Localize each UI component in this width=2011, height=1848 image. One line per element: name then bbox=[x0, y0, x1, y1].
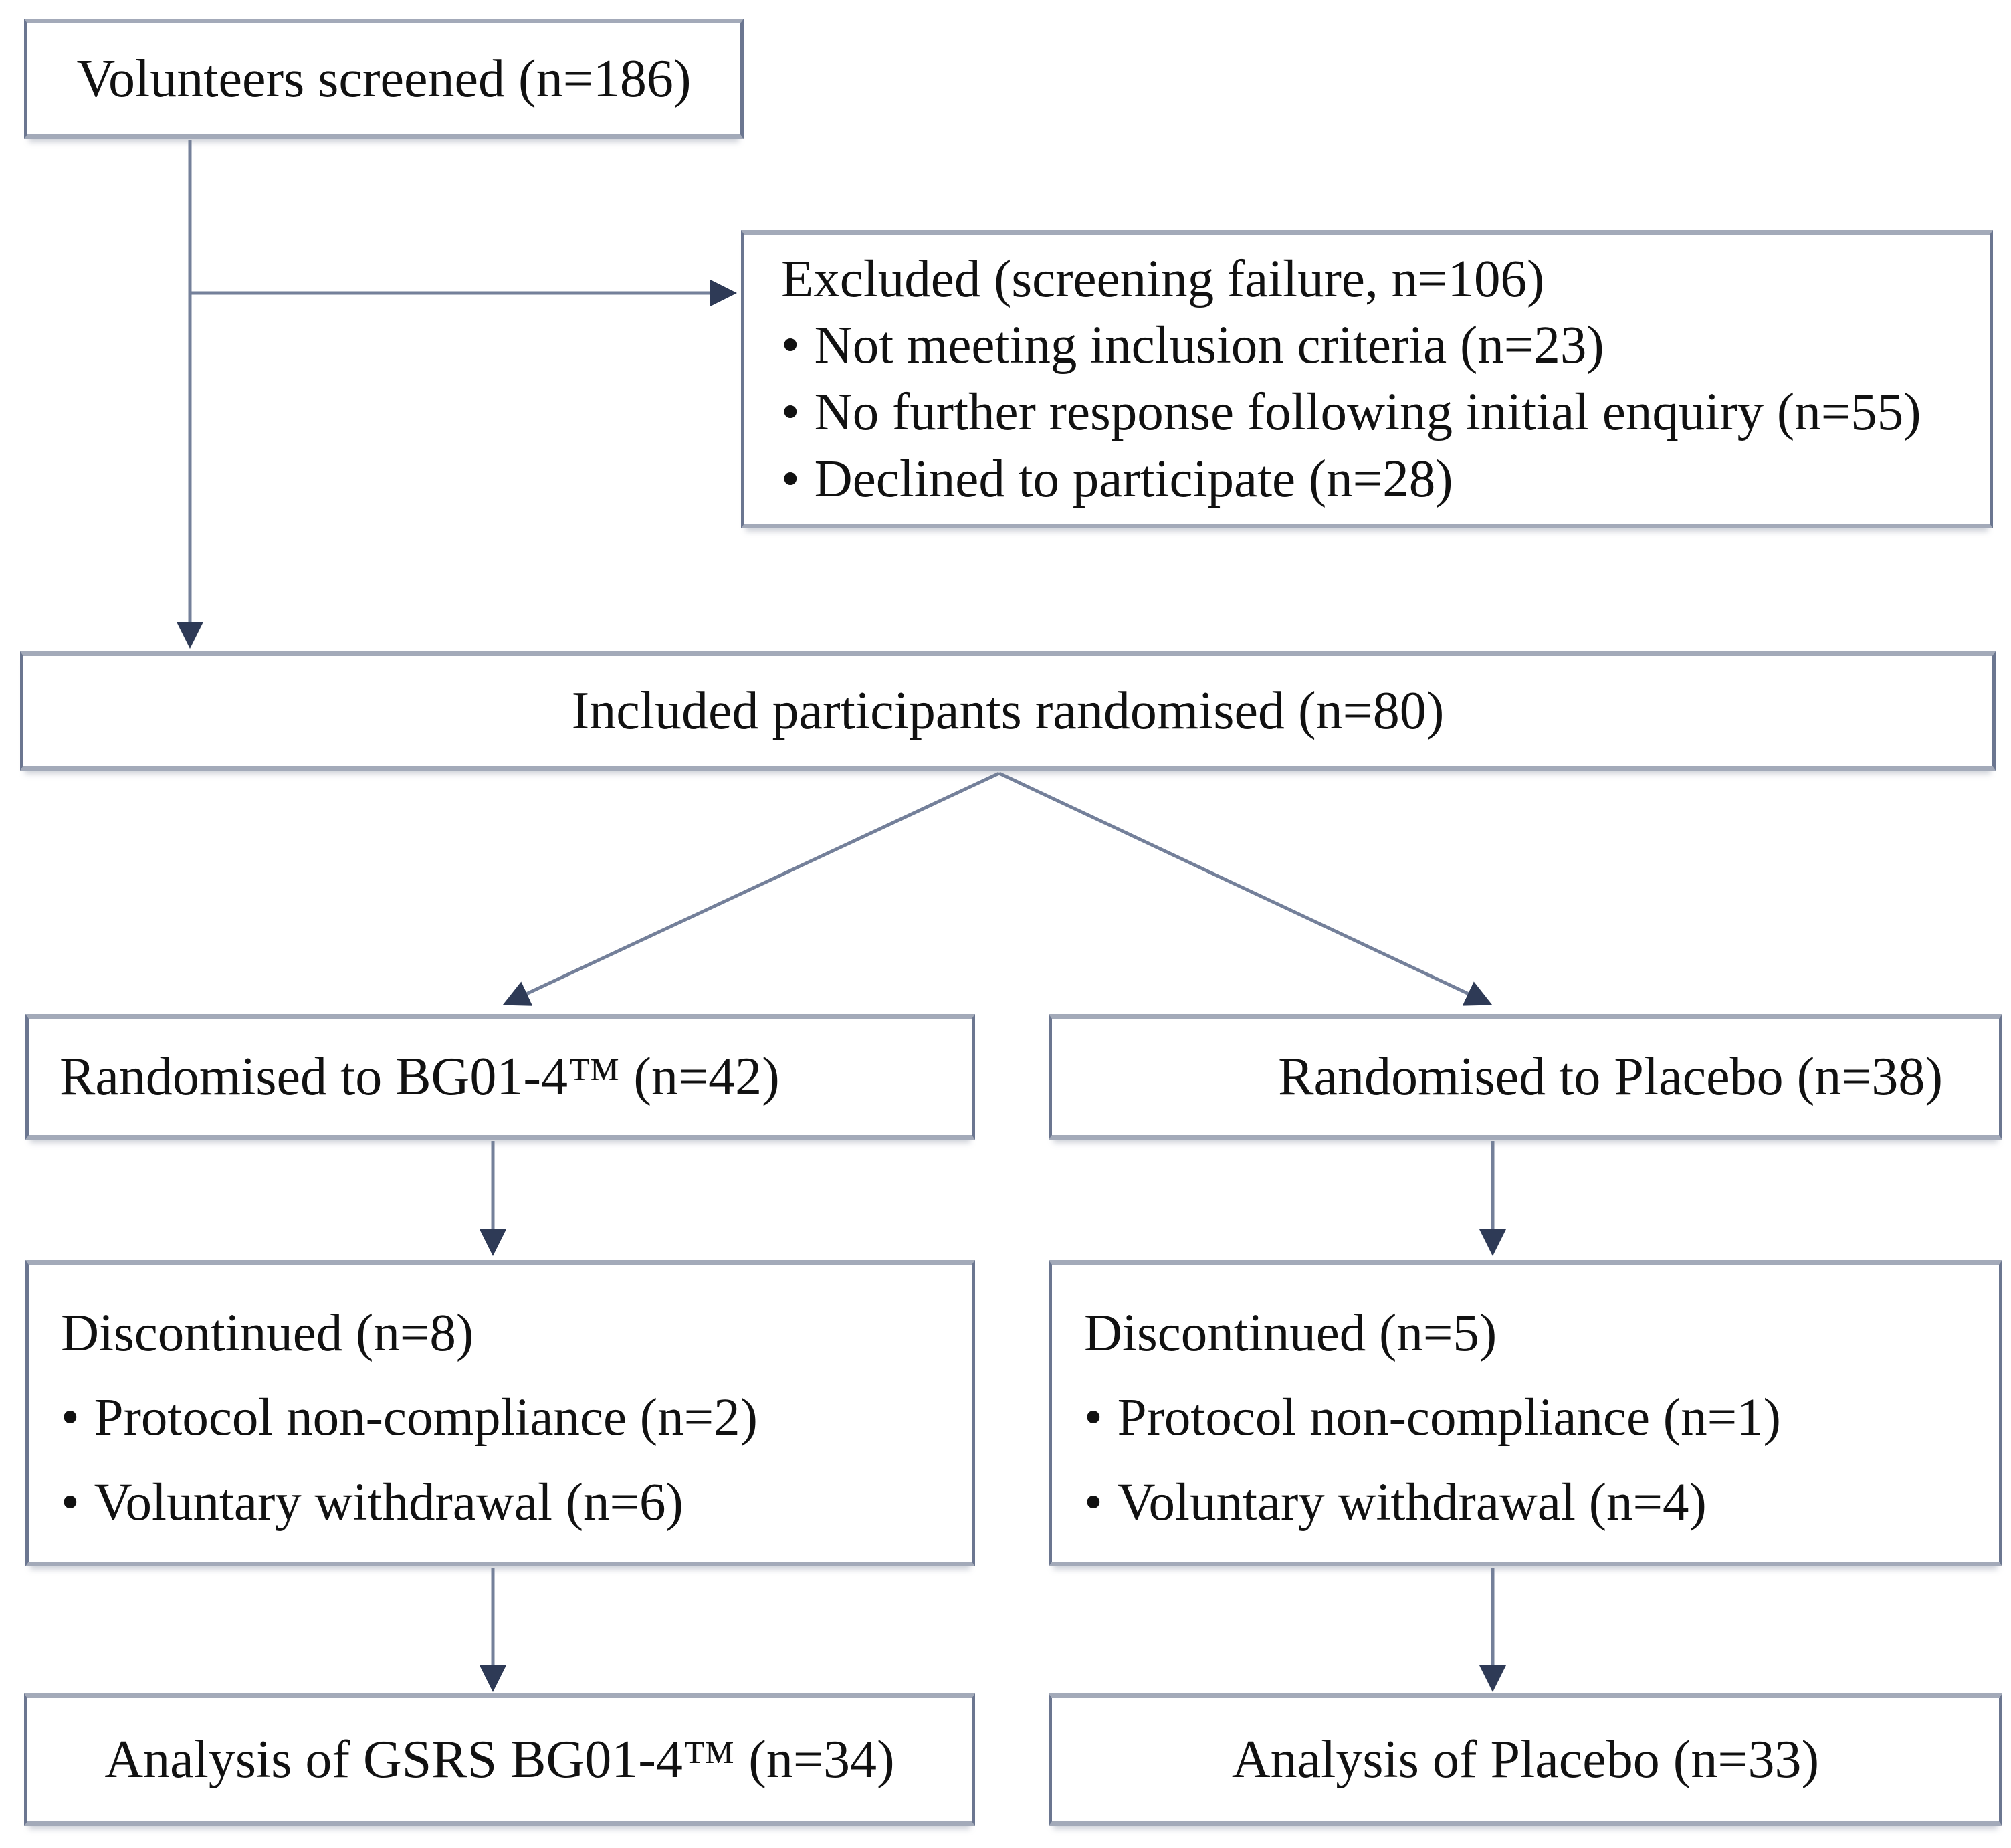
included-label: Included participants randomised (n=80) bbox=[571, 682, 1445, 740]
discontinued-placebo-title: Discontinued (n=5) bbox=[1084, 1304, 1497, 1362]
excluded-box: Excluded (screening failure, n=106) • No… bbox=[741, 230, 1993, 528]
arm-bg01-4-label: Randomised to BG01-4™ (n=42) bbox=[60, 1047, 780, 1106]
bullet-icon: • bbox=[61, 1389, 80, 1447]
discontinued-bg01-4-title: Discontinued (n=8) bbox=[61, 1304, 474, 1362]
arm-placebo-box: Randomised to Placebo (n=38) bbox=[1049, 1014, 2002, 1140]
analysis-bg01-4-label: Analysis of GSRS BG01-4™ (n=34) bbox=[104, 1730, 895, 1789]
bullet-icon: • bbox=[781, 449, 800, 508]
arrow-included-to-arm-bg bbox=[502, 771, 1000, 1006]
excluded-bullet-1-text: Not meeting inclusion criteria (n=23) bbox=[814, 316, 1604, 375]
analysis-placebo-box: Analysis of Placebo (n=33) bbox=[1049, 1693, 2002, 1826]
bullet-icon: • bbox=[781, 383, 800, 441]
excluded-bullet-3: • Declined to participate (n=28) bbox=[781, 446, 1990, 513]
discontinued-placebo-bullet-1-text: Protocol non-compliance (n=1) bbox=[1117, 1389, 1781, 1447]
screened-box: Volunteers screened (n=186) bbox=[24, 19, 744, 139]
bullet-icon: • bbox=[1084, 1389, 1103, 1447]
discontinued-placebo-box: Discontinued (n=5) • Protocol non-compli… bbox=[1049, 1260, 2002, 1566]
discontinued-placebo-bullet-2-text: Voluntary withdrawal (n=4) bbox=[1117, 1473, 1707, 1532]
discontinued-bg01-4-bullet-1: • Protocol non-compliance (n=2) bbox=[61, 1376, 972, 1460]
discontinued-placebo-bullet-1: • Protocol non-compliance (n=1) bbox=[1084, 1376, 1999, 1460]
analysis-placebo-label: Analysis of Placebo (n=33) bbox=[1231, 1730, 1820, 1789]
discontinued-placebo-bullet-2: • Voluntary withdrawal (n=4) bbox=[1084, 1461, 1999, 1545]
excluded-title: Excluded (screening failure, n=106) bbox=[781, 249, 1545, 308]
bullet-icon: • bbox=[781, 316, 800, 375]
included-box: Included participants randomised (n=80) bbox=[20, 651, 1996, 771]
bullet-icon: • bbox=[61, 1473, 80, 1532]
discontinued-bg01-4-box: Discontinued (n=8) • Protocol non-compli… bbox=[25, 1260, 975, 1566]
discontinued-bg01-4-bullet-2: • Voluntary withdrawal (n=6) bbox=[61, 1461, 972, 1545]
arm-placebo-label: Randomised to Placebo (n=38) bbox=[1278, 1047, 1943, 1106]
bullet-icon: • bbox=[1084, 1473, 1103, 1532]
excluded-bullet-1: • Not meeting inclusion criteria (n=23) bbox=[781, 312, 1990, 379]
arm-bg01-4-box: Randomised to BG01-4™ (n=42) bbox=[25, 1014, 975, 1140]
excluded-bullet-3-text: Declined to participate (n=28) bbox=[814, 449, 1453, 508]
arrow-included-to-arm-placebo bbox=[998, 771, 1493, 1006]
analysis-bg01-4-box: Analysis of GSRS BG01-4™ (n=34) bbox=[24, 1693, 975, 1826]
screened-label: Volunteers screened (n=186) bbox=[76, 49, 692, 108]
excluded-bullet-2-text: No further response following initial en… bbox=[814, 383, 1921, 441]
excluded-bullet-2: • No further response following initial … bbox=[781, 379, 1990, 446]
discontinued-bg01-4-bullet-1-text: Protocol non-compliance (n=2) bbox=[94, 1389, 758, 1447]
discontinued-bg01-4-bullet-2-text: Voluntary withdrawal (n=6) bbox=[94, 1473, 683, 1532]
